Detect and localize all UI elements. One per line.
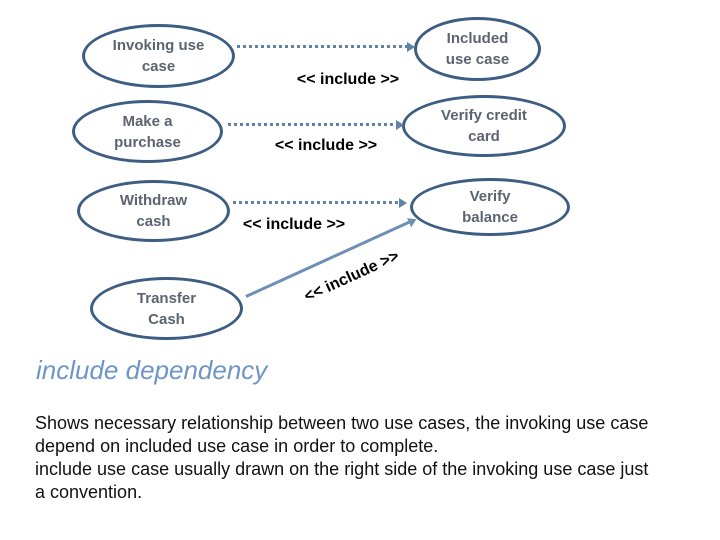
include-stereotype-label-2: << include >> <box>274 137 378 154</box>
include-stereotype-label-4-rotated: << include >> <box>301 247 402 306</box>
use-case-node-included-use-case: Included use case <box>414 17 541 81</box>
use-case-node-verify-balance: Verify balance <box>410 178 570 236</box>
arrowhead-icon <box>407 42 415 52</box>
dashed-include-connector-1 <box>237 42 415 52</box>
dashed-include-connector-2 <box>228 120 404 130</box>
use-case-node-make-a-purchase: Make a purchase <box>72 100 223 163</box>
body-line: depend on included use case in order to … <box>35 436 439 456</box>
body-line: a convention. <box>35 482 143 502</box>
use-case-node-verify-credit-card: Verify credit card <box>402 95 566 157</box>
include-stereotype-label-1: << include >> <box>296 71 400 88</box>
arrowhead-icon <box>396 120 404 130</box>
use-case-node-transfer-cash: Transfer Cash <box>90 277 243 340</box>
use-case-node-invoking-use-case: Invoking use case <box>82 24 235 88</box>
body-paragraph: Shows necessary relationship between two… <box>35 412 705 504</box>
dashed-include-connector-3 <box>233 198 407 208</box>
include-stereotype-label-3: << include >> <box>242 216 346 233</box>
body-line: include use case usually drawn on the ri… <box>35 459 649 479</box>
slide-title: include dependency <box>36 355 268 385</box>
body-line: Shows necessary relationship between two… <box>35 413 649 433</box>
arrowhead-icon <box>399 198 407 208</box>
use-case-node-withdraw-cash: Withdraw cash <box>77 180 230 242</box>
